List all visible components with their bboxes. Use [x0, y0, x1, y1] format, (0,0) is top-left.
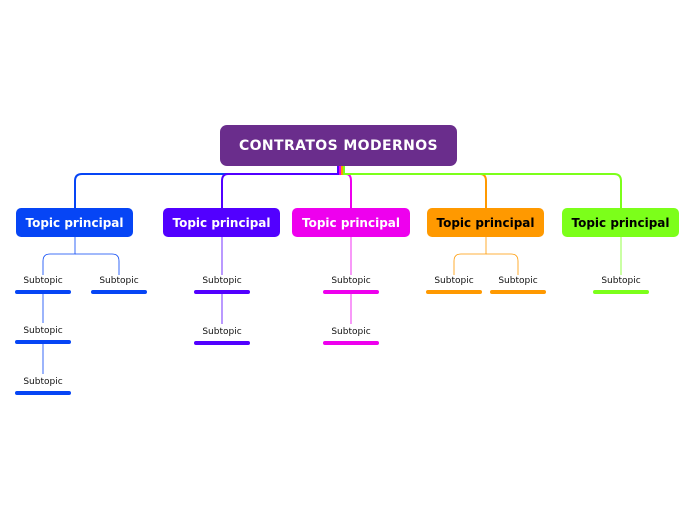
- link-topic-1-sub-2: [75, 253, 120, 275]
- subtopic-label: Subtopic: [99, 276, 139, 286]
- main-topic-2[interactable]: Topic principal: [163, 208, 280, 237]
- central-topic[interactable]: CONTRATOS MODERNOS: [220, 125, 457, 166]
- link-central-topic-2: [221, 166, 339, 208]
- subtopic-underline: [426, 290, 482, 294]
- subtopic[interactable]: Subtopic: [15, 375, 71, 395]
- subtopic[interactable]: Subtopic: [323, 325, 379, 345]
- link-topic-1-sub-1: [42, 237, 76, 275]
- subtopic-underline: [323, 341, 379, 345]
- subtopic-underline: [323, 290, 379, 294]
- subtopic-underline: [194, 341, 250, 345]
- main-topic-label: Topic principal: [301, 215, 401, 230]
- subtopic-label: Subtopic: [23, 276, 63, 286]
- subtopic-label: Subtopic: [202, 327, 242, 337]
- main-topic-label: Topic principal: [571, 215, 670, 230]
- main-topic-label: Topic principal: [436, 215, 535, 230]
- central-topic-label: CONTRATOS MODERNOS: [238, 137, 439, 154]
- subtopic[interactable]: Subtopic: [593, 274, 649, 294]
- main-topic-label: Topic principal: [25, 215, 124, 230]
- subtopic-label: Subtopic: [331, 276, 371, 286]
- subtopic[interactable]: Subtopic: [490, 274, 546, 294]
- link-topic-4-sub-2: [486, 253, 519, 275]
- subtopic-label: Subtopic: [23, 377, 63, 387]
- subtopic-label: Subtopic: [331, 327, 371, 337]
- subtopic-label: Subtopic: [601, 276, 641, 286]
- subtopic-underline: [194, 290, 250, 294]
- link-central-topic-4: [341, 166, 487, 208]
- subtopic[interactable]: Subtopic: [194, 325, 250, 345]
- subtopic[interactable]: Subtopic: [15, 324, 71, 344]
- subtopic[interactable]: Subtopic: [426, 274, 482, 294]
- main-topic-label: Topic principal: [172, 215, 271, 230]
- subtopic-underline: [490, 290, 546, 294]
- link-central-topic-5: [343, 166, 622, 208]
- link-central-topic-1: [74, 166, 341, 208]
- subtopic-label: Subtopic: [202, 276, 242, 286]
- subtopic-underline: [15, 391, 71, 395]
- subtopic[interactable]: Subtopic: [194, 274, 250, 294]
- subtopic-label: Subtopic: [434, 276, 474, 286]
- subtopic-underline: [91, 290, 147, 294]
- subtopic-underline: [15, 290, 71, 294]
- subtopic[interactable]: Subtopic: [323, 274, 379, 294]
- subtopic[interactable]: Subtopic: [91, 274, 147, 294]
- subtopic-label: Subtopic: [498, 276, 538, 286]
- link-topic-4-sub-1: [453, 237, 487, 275]
- subtopic[interactable]: Subtopic: [15, 274, 71, 294]
- subtopic-underline: [15, 340, 71, 344]
- subtopic-underline: [593, 290, 649, 294]
- main-topic-5[interactable]: Topic principal: [562, 208, 679, 237]
- subtopic-label: Subtopic: [23, 326, 63, 336]
- main-topic-4[interactable]: Topic principal: [427, 208, 544, 237]
- main-topic-3[interactable]: Topic principal: [292, 208, 410, 237]
- main-topic-1[interactable]: Topic principal: [16, 208, 133, 237]
